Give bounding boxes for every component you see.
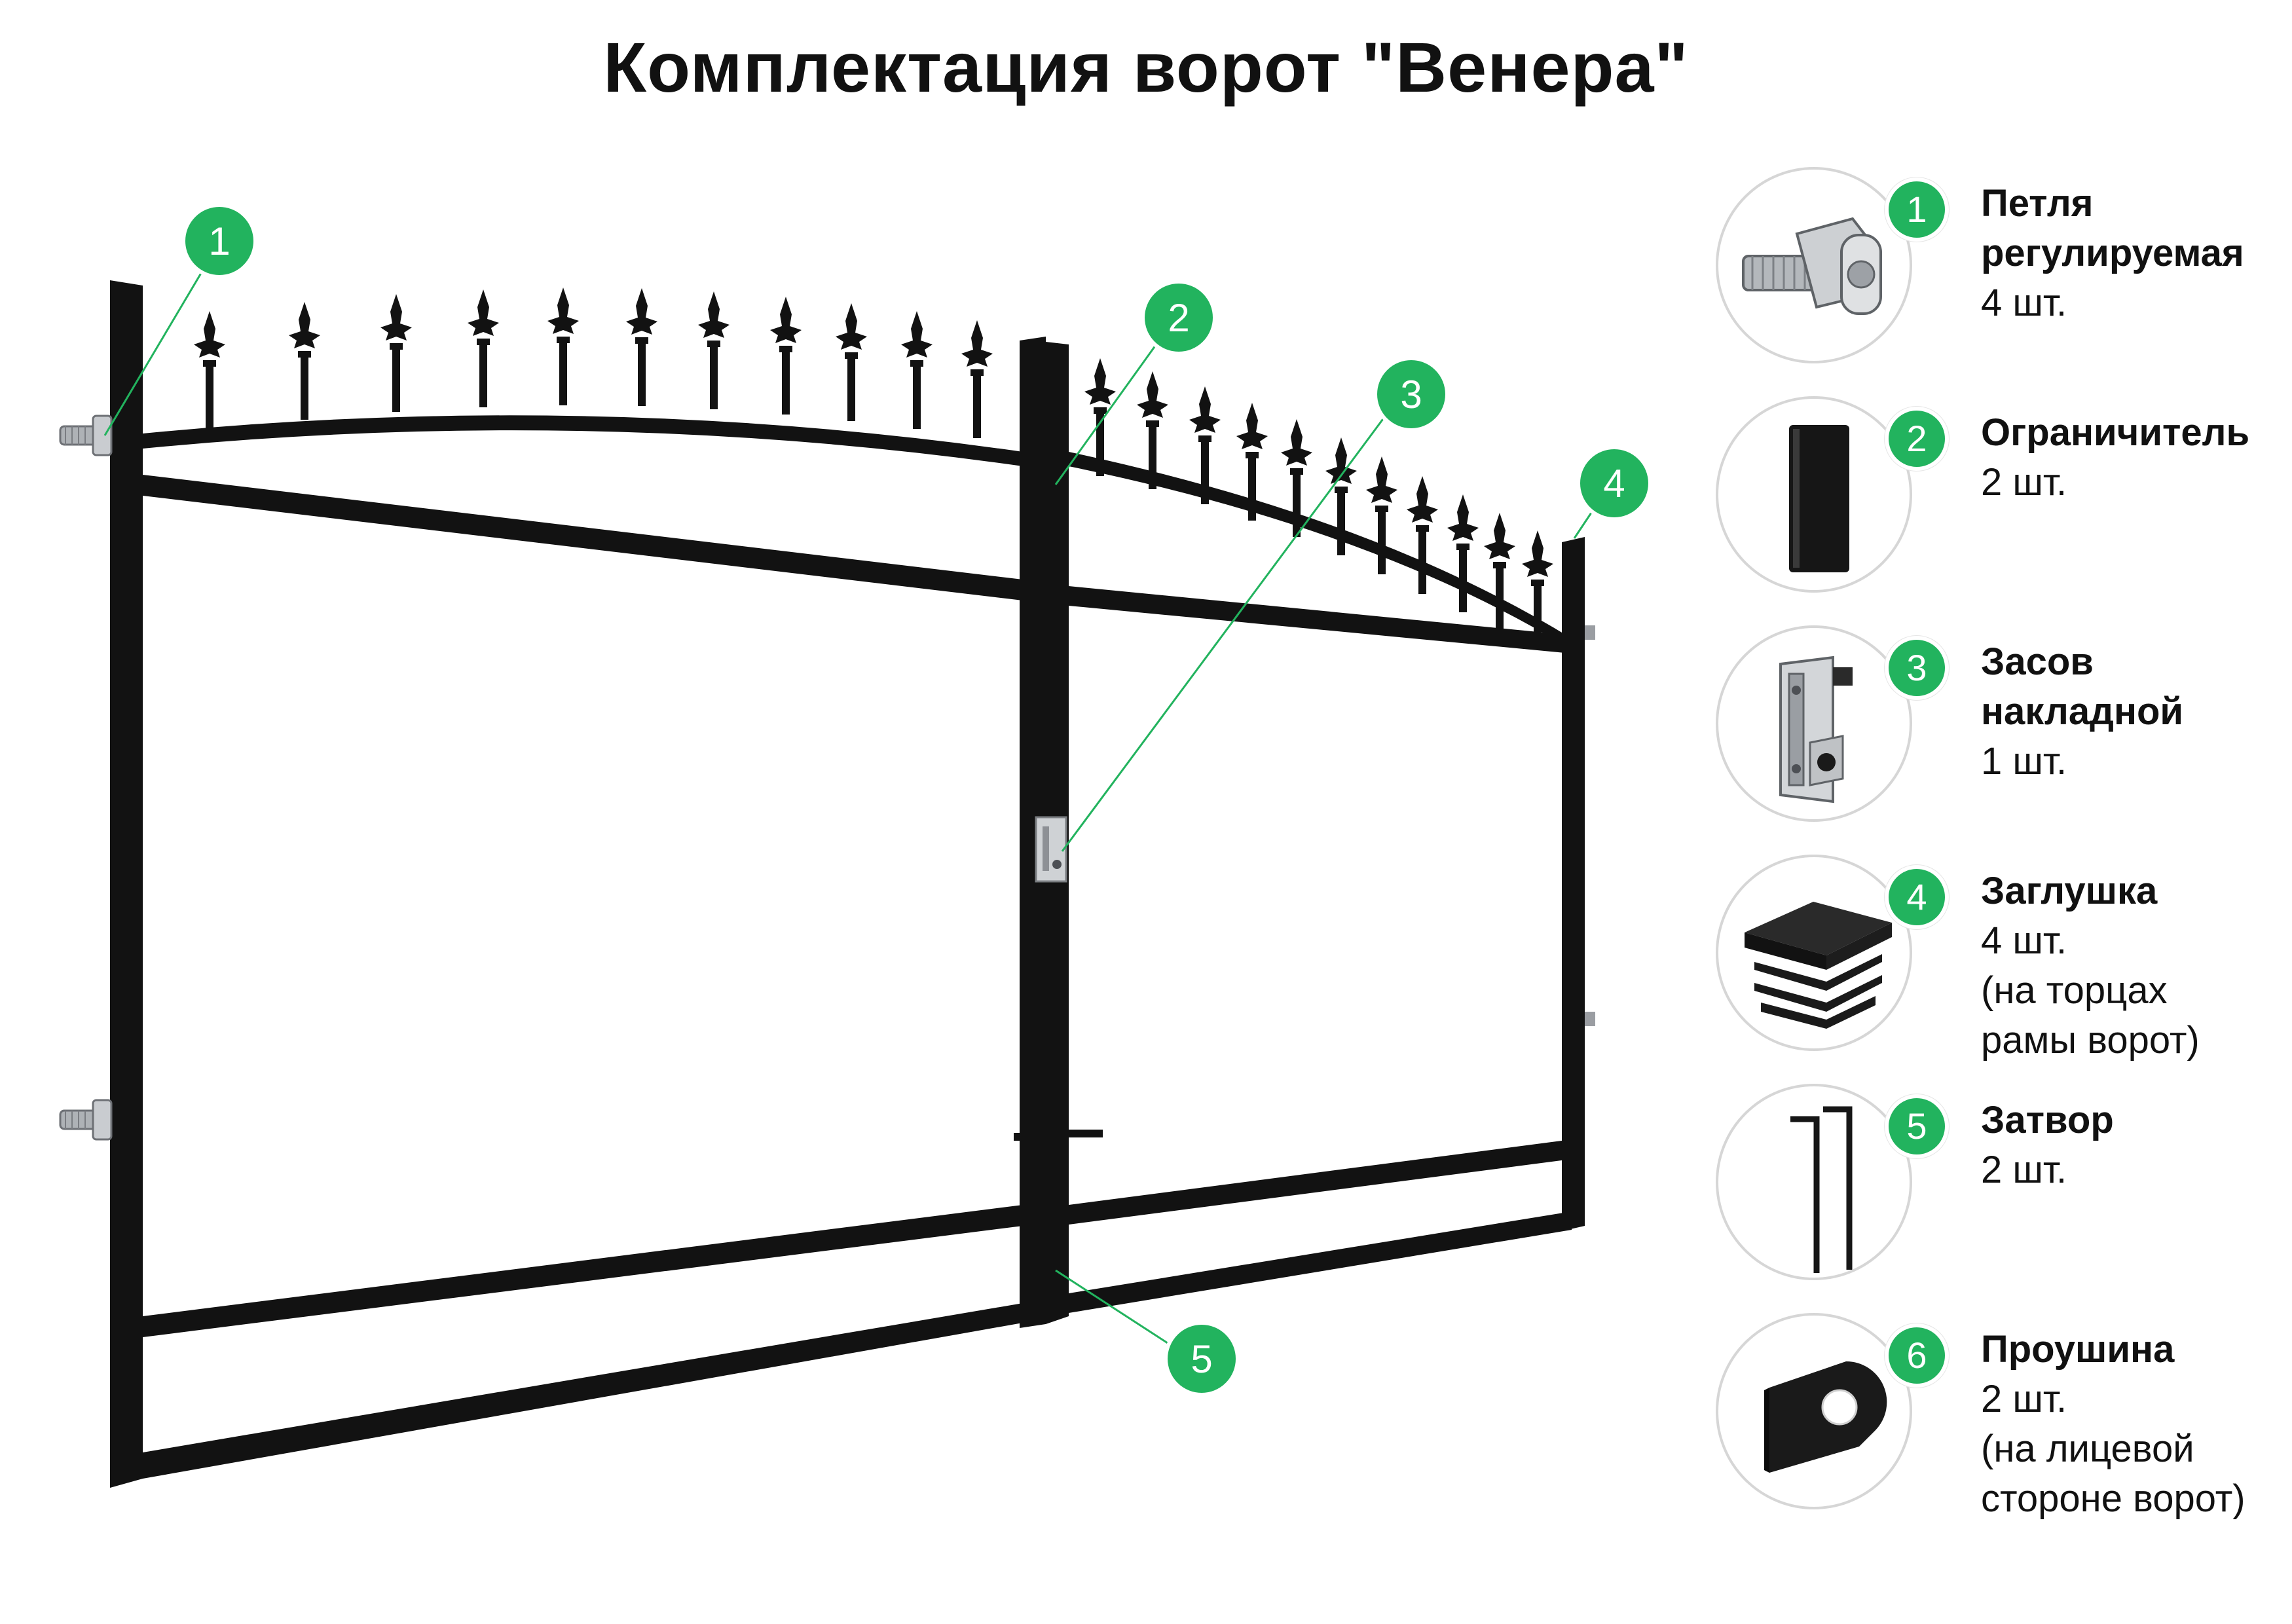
page-title: Комплектация ворот "Венера" xyxy=(603,28,1689,107)
part-quantity: 2 шт. xyxy=(1981,1149,2067,1191)
part-name-line2: регулируемая xyxy=(1981,232,2244,274)
callout-4: 4 xyxy=(1576,445,1652,521)
part-note: (на торцах xyxy=(1981,969,2168,1012)
part-name: Ограничитель xyxy=(1981,411,2250,454)
svg-text:4: 4 xyxy=(1603,462,1625,506)
svg-text:5: 5 xyxy=(1191,1337,1212,1381)
part-number-badge: 5 xyxy=(1885,1094,1949,1158)
gate-hinge-top xyxy=(59,415,113,456)
callout-3: 3 xyxy=(1373,356,1449,432)
callout-5: 5 xyxy=(1164,1321,1240,1397)
part-item-end-cap: 4 Заглушка 4 шт. (на торцах рамы ворот) xyxy=(1716,855,2292,1061)
part-name: Затвор xyxy=(1981,1099,2114,1141)
part-note: (на лицевой xyxy=(1981,1428,2194,1470)
part-quantity: 2 шт. xyxy=(1981,461,2067,504)
callout-3-leader xyxy=(1061,394,1403,852)
part-name: Петля xyxy=(1981,182,2094,225)
part-item-drop-rod: 5 Затвор 2 шт. xyxy=(1716,1084,2292,1280)
left-gate-leaf xyxy=(110,280,1046,1488)
gate-illustration: 1 2 3 4 5 xyxy=(59,203,1652,1488)
surface-bolt-latch-icon xyxy=(1716,625,1912,822)
part-item-hinge: 1 Петля регулируемая 4 шт. xyxy=(1716,167,2292,363)
svg-text:1: 1 xyxy=(208,219,230,263)
end-cap-icon xyxy=(1716,855,1912,1051)
part-item-padlock-eye: 6 Проушина 2 шт. (на лицевой стороне вор… xyxy=(1716,1313,2292,1520)
gate-stopper xyxy=(1041,462,1056,506)
part-number-badge: 4 xyxy=(1885,865,1949,929)
svg-text:3: 3 xyxy=(1400,373,1422,416)
part-item-stopper: 2 Ограничитель 2 шт. xyxy=(1716,396,2292,593)
svg-text:2: 2 xyxy=(1168,296,1189,340)
part-number-badge: 2 xyxy=(1885,407,1949,471)
right-post-hinge-bottom xyxy=(1585,1012,1595,1026)
drop-rod-icon xyxy=(1716,1084,1912,1280)
part-quantity: 1 шт. xyxy=(1981,740,2067,783)
padlock-eye-icon xyxy=(1716,1313,1912,1509)
part-name: Засов xyxy=(1981,640,2094,683)
part-note-line2: стороне ворот) xyxy=(1981,1477,2246,1520)
callout-2: 2 xyxy=(1141,280,1217,356)
part-number-badge: 1 xyxy=(1885,177,1949,242)
part-quantity: 4 шт. xyxy=(1981,919,2067,962)
right-post-hinge-top xyxy=(1585,625,1595,640)
part-quantity: 4 шт. xyxy=(1981,282,2067,324)
gate-hinge-bottom xyxy=(59,1099,113,1141)
part-quantity: 2 шт. xyxy=(1981,1378,2067,1420)
right-gate-leaf xyxy=(1046,342,1585,1324)
callout-1-leader xyxy=(103,242,221,436)
stopper-plate-icon xyxy=(1716,396,1912,593)
part-name: Заглушка xyxy=(1981,870,2158,912)
adjustable-hinge-icon xyxy=(1716,167,1912,363)
gate-drop-rod xyxy=(1014,1130,1103,1320)
gate-surface-bolt xyxy=(1035,816,1067,883)
part-number-badge: 3 xyxy=(1885,636,1949,700)
callout-1: 1 xyxy=(181,203,257,279)
part-item-latch: 3 Засов накладной 1 шт. xyxy=(1716,625,2292,822)
part-name: Проушина xyxy=(1981,1328,2175,1371)
part-note-line2: рамы ворот) xyxy=(1981,1019,2200,1061)
part-name-line2: накладной xyxy=(1981,690,2184,733)
part-number-badge: 6 xyxy=(1885,1323,1949,1388)
